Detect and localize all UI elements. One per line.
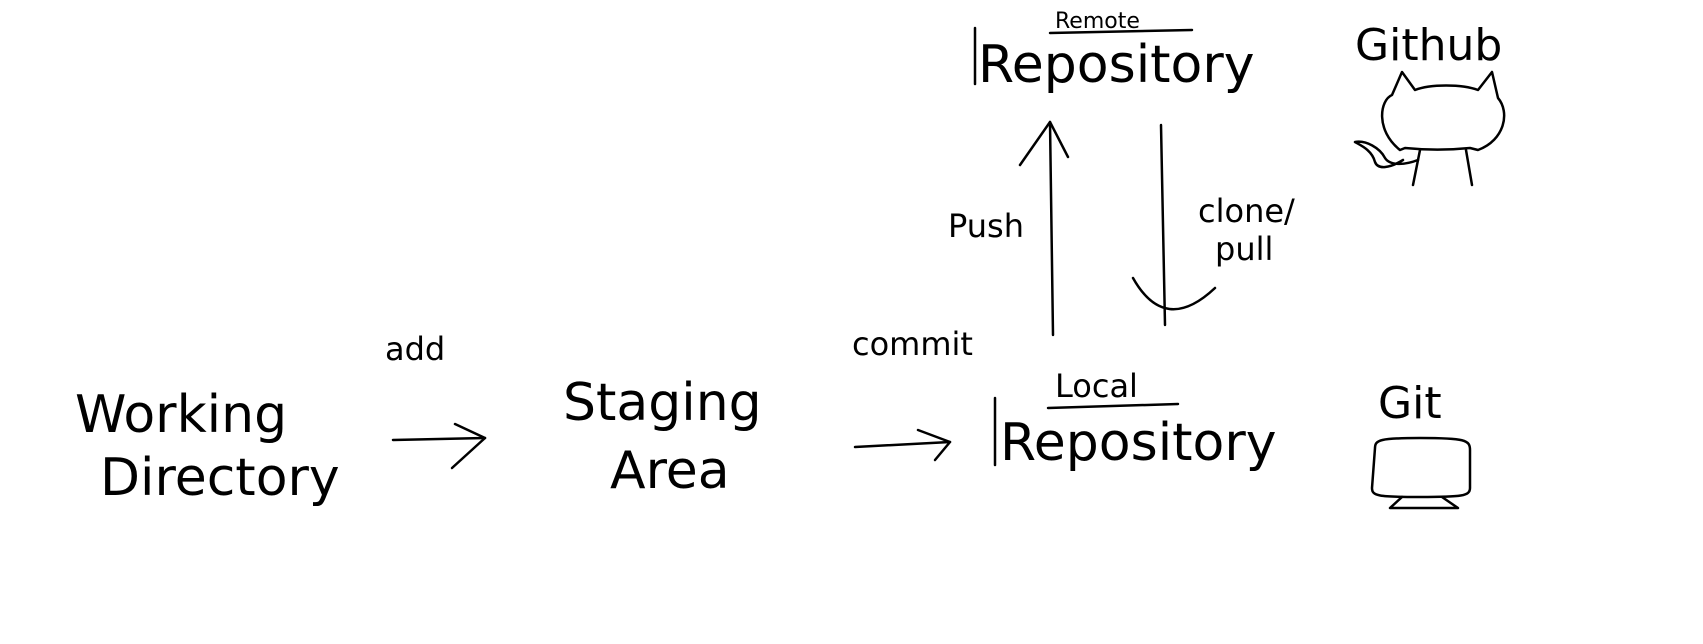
staging-area-label-line2: Area [610, 441, 730, 501]
push-arrow-shaft [1048, 120, 1055, 337]
clone-pull-arrow-head [1131, 276, 1217, 311]
edge-clone-pull: clone/ pull [1131, 123, 1295, 327]
push-label: Push [948, 207, 1024, 245]
node-working-directory: Working Directory [75, 385, 340, 508]
computer-monitor-icon [1370, 436, 1472, 510]
remote-qualifier-label: Remote [1055, 9, 1140, 34]
add-arrow-shaft [391, 436, 487, 442]
commit-label: commit [852, 325, 973, 363]
edge-add: add [385, 330, 487, 470]
node-remote-repository: Remote Repository [973, 9, 1255, 95]
github-label: Github [1355, 20, 1502, 71]
clone-pull-label-line2: pull [1215, 230, 1273, 268]
edge-push: Push [948, 120, 1070, 337]
commit-arrow-shaft [853, 440, 952, 449]
node-staging-area: Staging Area [563, 373, 762, 501]
tool-git: Git [1370, 378, 1472, 510]
remote-underline [1048, 28, 1194, 35]
remote-repository-label: Repository [978, 35, 1255, 95]
working-directory-label-line1: Working [75, 385, 287, 445]
local-qualifier-label: Local [1055, 367, 1138, 405]
edge-commit: commit [852, 325, 973, 462]
github-octocat-icon [1353, 70, 1506, 187]
commit-arrow-head [916, 428, 952, 462]
tool-github: Github [1353, 20, 1506, 187]
node-local-repository: Local Repository [993, 367, 1277, 473]
staging-area-label-line1: Staging [563, 373, 762, 433]
clone-pull-label-line1: clone/ [1198, 192, 1295, 230]
add-arrow-head [450, 422, 487, 470]
local-underline [1046, 402, 1180, 410]
local-repository-label: Repository [1000, 413, 1277, 473]
add-label: add [385, 330, 445, 368]
git-label: Git [1378, 378, 1442, 429]
push-arrow-head [1018, 120, 1070, 167]
clone-pull-arrow-shaft [1159, 123, 1167, 327]
working-directory-label-line2: Directory [100, 448, 340, 508]
